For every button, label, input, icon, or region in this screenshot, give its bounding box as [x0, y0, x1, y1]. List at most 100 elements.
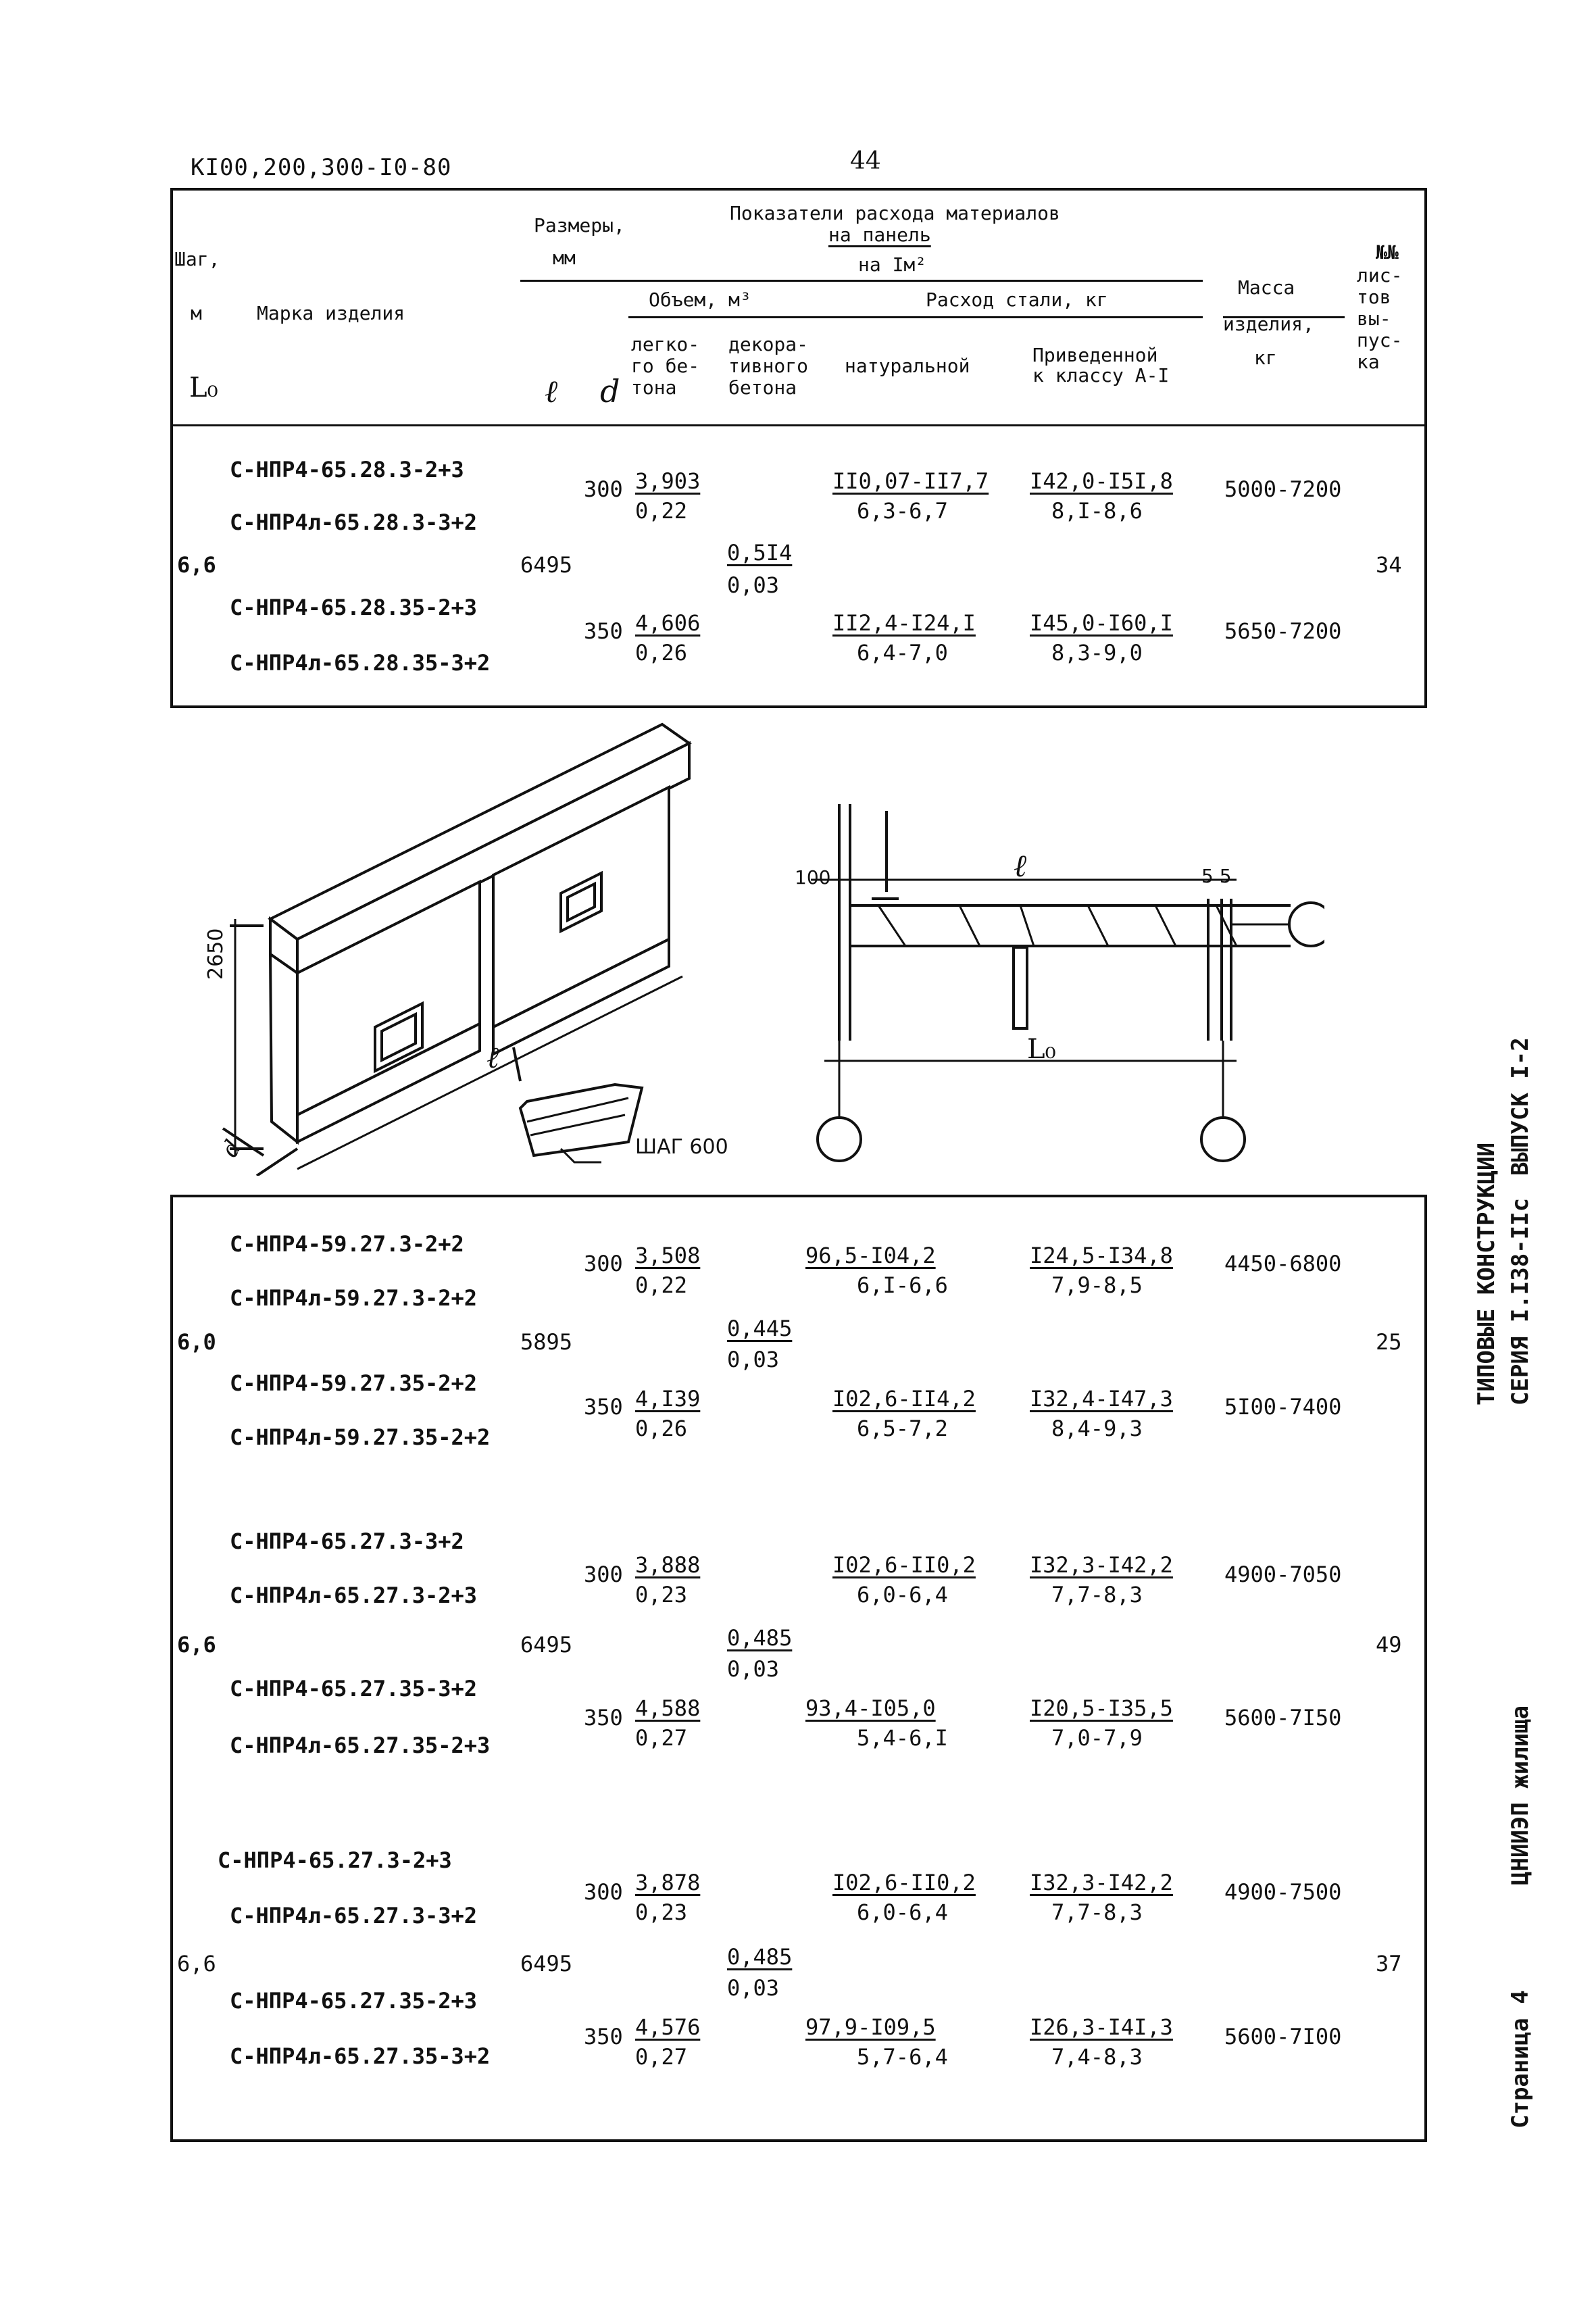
group2-step: 6,0 [177, 1329, 216, 1355]
group1-row2-vol-top: 4,606 [635, 610, 701, 636]
group3-row1-red-top: I32,3-I42,2 [1030, 1552, 1173, 1578]
group4-row2-d: 350 [584, 2024, 623, 2049]
sheets-label-5: пус- [1357, 329, 1403, 351]
group2-row1-vol-bot: 0,22 [635, 1272, 688, 1298]
group4-row2-vol-bot: 0,27 [635, 2044, 688, 2070]
group2-row1-mark-b: С-НПР4л-59.27.3-2+2 [230, 1285, 478, 1311]
group1-decor-bot: 0,03 [727, 572, 780, 598]
iso-step-label: ШАГ 600 [635, 1135, 728, 1159]
group3-row2-vol-bot: 0,27 [635, 1725, 688, 1751]
group1-row2-d: 350 [584, 618, 623, 644]
group2-row2-vol-top: 4,I39 [635, 1386, 701, 1412]
group2-row1-red-bot: 7,9-8,5 [1051, 1272, 1143, 1298]
light-concrete-2: го бе- [631, 355, 700, 377]
side-series-line1: ТИПОВЫЕ КОНСТРУКЦИИ [1473, 1143, 1500, 1405]
top-table [170, 188, 1427, 708]
group1-row1-nat-bot: 6,3-6,7 [857, 498, 948, 524]
group1-row2-nat-top: II2,4-I24,I [832, 610, 976, 636]
group4-row2-nat-top: 97,9-I09,5 [805, 2014, 936, 2040]
group1-row2-red-top: I45,0-I60,I [1030, 610, 1173, 636]
group4-row2-mark-b: С-НПР4л-65.27.35-3+2 [230, 2043, 491, 2069]
isometric-panel-drawing [222, 722, 692, 1176]
group3-step: 6,6 [177, 1632, 216, 1658]
group1-row1-mass: 5000-7200 [1224, 476, 1342, 502]
group1-row1-vol-bot: 0,22 [635, 498, 688, 524]
group2-sheet: 25 [1376, 1329, 1402, 1355]
group4-row1-vol-top: 3,878 [635, 1870, 701, 1895]
side-issue: ВЫПУСК I-2 [1507, 1037, 1534, 1176]
bottom-table [170, 1195, 1427, 2142]
group4-row1-d: 300 [584, 1879, 623, 1905]
group2-row2-mass: 5I00-7400 [1224, 1394, 1342, 1420]
decor-concrete-2: тивного [728, 355, 809, 377]
section-l-label: ℓ [1014, 847, 1027, 884]
mass-label-1: Масса [1238, 276, 1295, 299]
group1-row2-vol-bot: 0,26 [635, 640, 688, 666]
mass-label-3: кг [1254, 347, 1277, 369]
group1-row2-mark-b: С-НПР4л-65.28.35-3+2 [230, 650, 491, 676]
header-rule-1 [520, 280, 1203, 282]
group3-row2-red-top: I20,5-I35,5 [1030, 1695, 1173, 1721]
group2-row1-nat-top: 96,5-I04,2 [805, 1243, 936, 1268]
group2-row1-nat-bot: 6,I-6,6 [857, 1272, 948, 1298]
group2-row1-vol-top: 3,508 [635, 1243, 701, 1268]
group1-row1-red-bot: 8,I-8,6 [1051, 498, 1143, 524]
page-number: 44 [850, 147, 881, 175]
group3-decor-top: 0,485 [727, 1625, 793, 1651]
group4-decor-bot: 0,03 [727, 1975, 780, 2001]
sheets-label-6: ка [1357, 351, 1380, 373]
dim-l-symbol: ℓ [545, 373, 558, 409]
decor-concrete-1: декора- [728, 333, 809, 355]
group2-decor-top: 0,445 [727, 1316, 793, 1341]
group4-row1-vol-bot: 0,23 [635, 1899, 688, 1925]
group2-row1-mass: 4450-6800 [1224, 1251, 1342, 1276]
group3-row1-red-bot: 7,7-8,3 [1051, 1582, 1143, 1608]
dims-unit: мм [553, 247, 576, 269]
volume-label: Объем, м³ [649, 289, 751, 311]
sheets-label-1: №№ [1376, 241, 1399, 264]
sheets-label-3: тов [1357, 286, 1391, 308]
group4-row2-red-bot: 7,4-8,3 [1051, 2044, 1143, 2070]
dim-d-symbol: d [600, 373, 620, 409]
section-drawing [811, 804, 1324, 1162]
group3-row1-vol-bot: 0,23 [635, 1582, 688, 1608]
group1-sheet: 34 [1376, 552, 1402, 578]
group2-row2-nat-bot: 6,5-7,2 [857, 1416, 948, 1441]
per-panel: на панель [828, 224, 931, 246]
light-concrete-3: тона [631, 376, 677, 399]
per-m2: на Iм² [858, 253, 927, 276]
group3-row1-mass: 4900-7050 [1224, 1562, 1342, 1587]
iso-height-dim: 2650 [204, 928, 228, 980]
group2-decor-bot: 0,03 [727, 1347, 780, 1372]
group3-row1-mark-b: С-НПР4л-65.27.3-2+3 [230, 1583, 478, 1608]
group4-row2-vol-top: 4,576 [635, 2014, 701, 2040]
reduced-label-2: к классу А-I [1032, 364, 1170, 387]
step-unit: м [191, 302, 202, 324]
group4-row2-mark-a: С-НПР4-65.27.35-2+3 [230, 1988, 478, 2014]
group3-row2-mark-b: С-НПР4л-65.27.35-2+3 [230, 1733, 491, 1758]
group2-row2-vol-bot: 0,26 [635, 1416, 688, 1441]
group2-row1-mark-a: С-НПР4-59.27.3-2+2 [230, 1231, 464, 1257]
group3-row2-mass: 5600-7I50 [1224, 1705, 1342, 1731]
group3-row2-mark-a: С-НПР4-65.27.35-3+2 [230, 1676, 478, 1701]
group1-row2-mass: 5650-7200 [1224, 618, 1342, 644]
group4-row1-red-top: I32,3-I42,2 [1030, 1870, 1173, 1895]
group1-length: 6495 [520, 552, 573, 578]
group4-row1-nat-top: I02,6-II0,2 [832, 1870, 976, 1895]
group3-row1-mark-a: С-НПР4-65.27.3-3+2 [230, 1528, 464, 1554]
group1-row2-mark-a: С-НПР4-65.28.35-2+3 [230, 595, 478, 620]
group1-row2-red-bot: 8,3-9,0 [1051, 640, 1143, 666]
group3-row2-nat-bot: 5,4-6,I [857, 1725, 948, 1751]
group4-row2-nat-bot: 5,7-6,4 [857, 2044, 948, 2070]
light-concrete-1: легко- [631, 333, 700, 355]
group1-row1-vol-top: 3,903 [635, 468, 701, 494]
section-L0-label: L₀ [1027, 1034, 1056, 1065]
group1-row2-nat-bot: 6,4-7,0 [857, 640, 948, 666]
group3-row1-vol-top: 3,888 [635, 1552, 701, 1578]
group1-step: 6,6 [177, 552, 216, 578]
group2-row2-mark-b: С-НПР4л-59.27.35-2+2 [230, 1424, 491, 1450]
group1-row1-mark-b: С-НПР4л-65.28.3-3+2 [230, 509, 478, 535]
group1-row1-nat-top: II0,07-II7,7 [832, 468, 989, 494]
mass-label-2: изделия, [1223, 313, 1314, 335]
section-5-5-dim: 5 5 [1201, 865, 1232, 887]
